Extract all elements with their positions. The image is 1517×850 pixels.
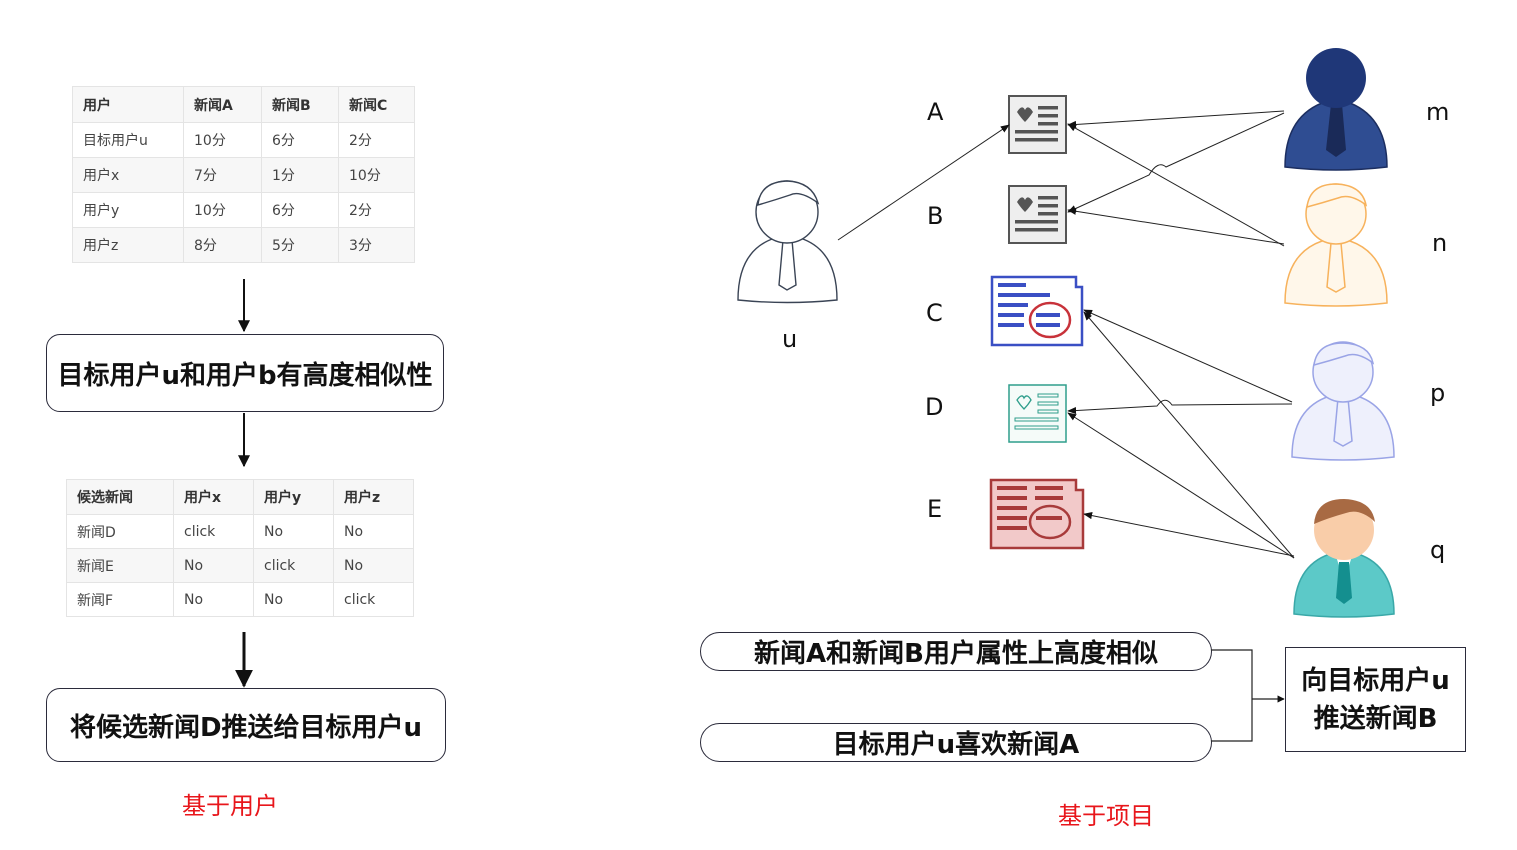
table-row: 目标用户u 10分 6分 2分 bbox=[72, 122, 415, 158]
table-header-row: 用户 新闻A 新闻B 新闻C bbox=[72, 86, 415, 123]
news-label-e: E bbox=[927, 495, 943, 523]
connector-fact-1 bbox=[1211, 649, 1253, 742]
user-label-p: p bbox=[1430, 379, 1446, 407]
table-cell: No bbox=[333, 514, 414, 549]
table-row: 用户z 8分 5分 3分 bbox=[72, 227, 415, 263]
table-cell: click bbox=[253, 548, 334, 583]
fact-box-user-likes: 目标用户u喜欢新闻A bbox=[700, 723, 1212, 762]
table-row: 新闻D click No No bbox=[66, 514, 414, 549]
table-cell: click bbox=[173, 514, 254, 549]
edge-n-to-a bbox=[1067, 123, 1285, 247]
table-cell: click bbox=[333, 582, 414, 617]
edge-p-to-c bbox=[1083, 309, 1293, 403]
news-label-c: C bbox=[926, 299, 943, 327]
table-cell: 用户z bbox=[72, 227, 184, 263]
table-header: 新闻B bbox=[261, 86, 339, 123]
news-label-a: A bbox=[927, 98, 944, 126]
table-header-row: 候选新闻 用户x 用户y 用户z bbox=[66, 479, 414, 515]
table-cell: 10分 bbox=[183, 122, 262, 158]
table-cell: 10分 bbox=[338, 157, 415, 193]
edge-u-to-a bbox=[837, 124, 1010, 241]
table-cell: 新闻D bbox=[66, 514, 174, 549]
news-icon-d bbox=[1008, 384, 1067, 443]
table-row: 新闻E No click No bbox=[66, 548, 414, 583]
news-icon-c bbox=[990, 275, 1084, 347]
news-label-d: D bbox=[925, 393, 944, 421]
table-cell: No bbox=[173, 548, 254, 583]
table-cell: 新闻E bbox=[66, 548, 174, 583]
edge-n-to-b bbox=[1067, 207, 1285, 245]
news-icon-a bbox=[1008, 95, 1067, 154]
edge-m-to-b bbox=[1067, 112, 1285, 213]
edge-q-to-e bbox=[1083, 512, 1295, 557]
ratings-table: 用户 新闻A 新闻B 新闻C 目标用户u 10分 6分 2分 用户x 7分 1分… bbox=[72, 86, 415, 263]
news-icon-e bbox=[989, 478, 1085, 550]
item-based-caption: 基于项目 bbox=[1058, 802, 1154, 830]
table-header: 新闻A bbox=[183, 86, 262, 123]
news-icon-b bbox=[1008, 185, 1067, 244]
conclusion-line: 推送新闻B bbox=[1313, 703, 1438, 734]
table-row: 用户y 10分 6分 2分 bbox=[72, 192, 415, 228]
edge-q-to-d bbox=[1067, 412, 1295, 559]
edge-q-to-c bbox=[1083, 311, 1295, 559]
recommend-box: 将候选新闻D推送给目标用户u bbox=[46, 688, 446, 762]
fact-box-similar-news: 新闻A和新闻B用户属性上高度相似 bbox=[700, 632, 1212, 671]
user-avatar-m bbox=[1284, 48, 1388, 171]
table-cell: 10分 bbox=[183, 192, 262, 228]
table-row: 用户x 7分 1分 10分 bbox=[72, 157, 415, 193]
table-cell: 新闻F bbox=[66, 582, 174, 617]
table-row: 新闻F No No click bbox=[66, 582, 414, 617]
table-cell: 6分 bbox=[261, 122, 339, 158]
user-label-n: n bbox=[1432, 229, 1448, 257]
table-cell: 2分 bbox=[338, 122, 415, 158]
table-cell: 1分 bbox=[261, 157, 339, 193]
conclusion-line: 向目标用户u bbox=[1301, 665, 1450, 696]
table-header: 用户 bbox=[72, 86, 184, 123]
conclusion-box: 向目标用户u 推送新闻B bbox=[1285, 647, 1466, 752]
user-label-q: q bbox=[1430, 536, 1446, 564]
user-avatar-p bbox=[1291, 341, 1395, 461]
table-cell: 6分 bbox=[261, 192, 339, 228]
edge-m-to-a bbox=[1067, 110, 1285, 129]
news-label-b: B bbox=[927, 202, 944, 230]
table-cell: 8分 bbox=[183, 227, 262, 263]
table-header: 用户x bbox=[173, 479, 254, 515]
user-avatar-n bbox=[1284, 183, 1388, 307]
table-cell: 用户x bbox=[72, 157, 184, 193]
similarity-box: 目标用户u和用户b有高度相似性 bbox=[46, 334, 444, 412]
target-user-label: u bbox=[782, 325, 798, 353]
table-cell: No bbox=[253, 514, 334, 549]
user-based-caption: 基于用户 bbox=[182, 792, 278, 820]
candidate-table: 候选新闻 用户x 用户y 用户z 新闻D click No No 新闻E No … bbox=[66, 479, 414, 617]
user-label-m: m bbox=[1426, 98, 1450, 126]
target-user-avatar bbox=[737, 180, 838, 304]
table-cell: No bbox=[173, 582, 254, 617]
table-cell: 3分 bbox=[338, 227, 415, 263]
user-avatar-q bbox=[1293, 499, 1395, 618]
table-header: 用户z bbox=[333, 479, 414, 515]
edge-p-to-d bbox=[1067, 399, 1293, 415]
table-cell: 7分 bbox=[183, 157, 262, 193]
table-cell: 用户y bbox=[72, 192, 184, 228]
table-cell: No bbox=[253, 582, 334, 617]
